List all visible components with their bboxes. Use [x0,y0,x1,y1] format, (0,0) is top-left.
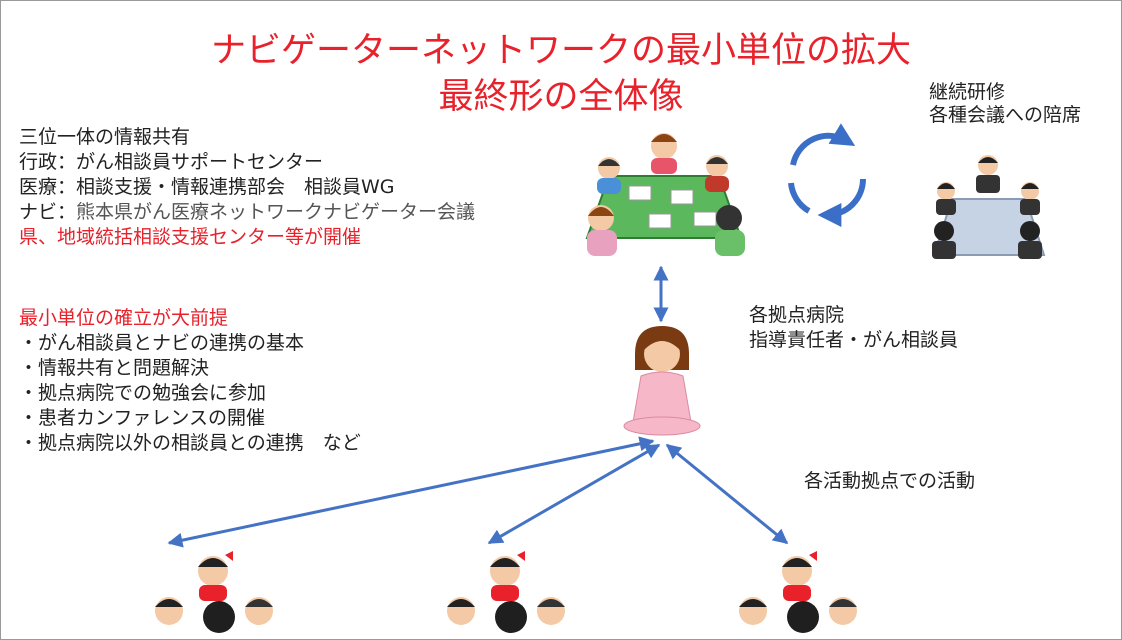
conference-illustration [932,155,1046,259]
counselor-woman-illustration [623,326,701,436]
info-row-medical: 医療：相談支援・情報連携部会 相談員WG [19,175,475,200]
info-row-navi-label: ナビ： [19,201,77,223]
arrow-counselor-to-center [487,443,661,545]
minimum-unit-bullet-3: ・拠点病院での勉強会に参加 [19,382,267,404]
info-row-navi-text: 熊本県がん医療ネットワークナビゲーター会議 [76,201,476,223]
title-line-1: ナビゲーターネットワークの最小単位の拡大 [210,31,911,71]
info-sharing-heading: 三位一体の情報共有 [19,126,191,148]
training-line-1: 継続研修 [929,81,1006,103]
minimum-unit-heading: 最小単位の確立が大前提 [19,307,229,329]
host-note: 県、地域統括相談支援センター等が開催 [19,226,362,248]
activity-label: 各活動拠点での活動 [804,470,976,492]
minimum-unit-bullet-2: ・情報共有と問題解決 [19,357,210,379]
hospital-line-2: 指導責任者・がん相談員 [749,329,959,351]
info-sharing-block: 三位一体の情報共有 行政：がん相談員サポートセンター 医療：相談支援・情報連携部… [19,125,475,250]
title-line-2: 最終形の全体像 [438,77,684,117]
info-row-gov: 行政：がん相談員サポートセンター [19,150,475,175]
training-block: 継続研修 各種会議への陪席 [929,81,1081,127]
activity-group-center [447,551,565,633]
info-row-gov-label: 行政： [19,151,77,173]
group-meeting-illustration [585,133,745,256]
arrow-counselor-to-right [665,443,789,545]
minimum-unit-bullet-1: ・がん相談員とナビの連携の基本 [19,332,305,354]
info-row-gov-text: がん相談員サポートセンター [76,151,324,173]
info-row-medical-text: 相談支援・情報連携部会 相談員WG [76,176,395,198]
activity-group-right [739,551,857,633]
info-row-medical-label: 医療： [19,176,77,198]
activity-group-left [155,551,273,633]
hospital-block: 各拠点病院 指導責任者・がん相談員 [749,303,958,353]
training-line-2: 各種会議への陪席 [929,104,1082,126]
info-row-navi: ナビ：熊本県がん医療ネットワークナビゲーター会議 [19,200,475,225]
cycle-arrows-icon [788,123,866,227]
hospital-line-1: 各拠点病院 [749,304,845,326]
minimum-unit-bullet-4: ・患者カンファレンスの開催 [19,407,266,429]
